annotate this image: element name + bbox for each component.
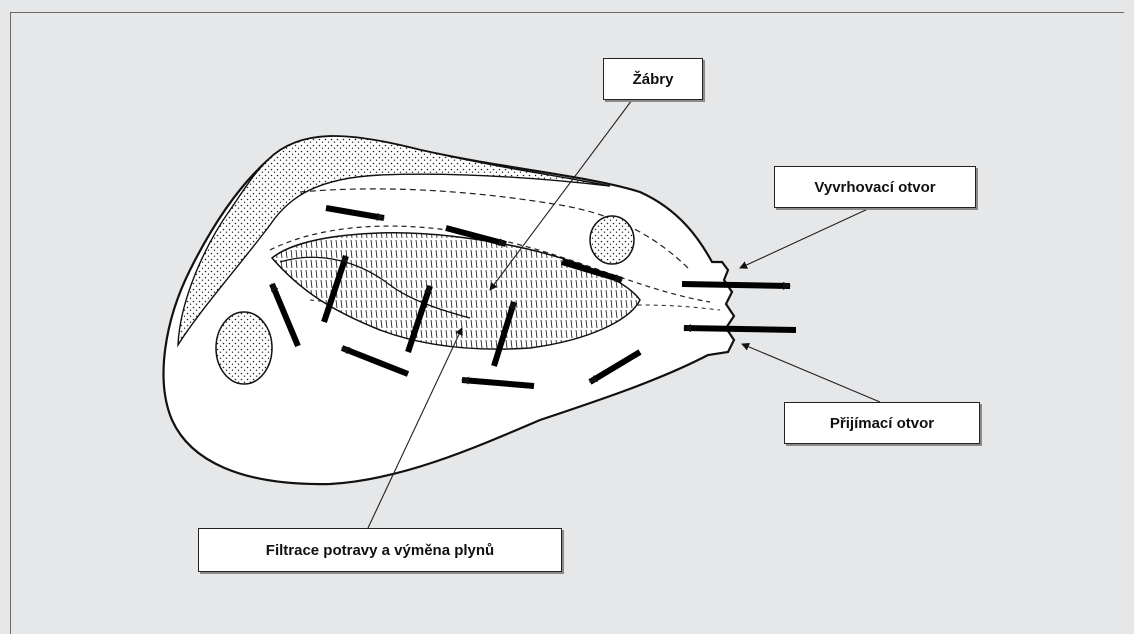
stippled-organ-lower: [216, 312, 272, 384]
inlet-siphon-label: Přijímací otvor: [784, 402, 980, 444]
flow-arrow-out: [682, 284, 790, 286]
function-label: Filtrace potravy a výměna plynů: [198, 528, 562, 572]
outlet-siphon-label: Vyvrhovací otvor: [774, 166, 976, 208]
flow-arrow-in: [684, 328, 796, 330]
stippled-organ-upper: [590, 216, 634, 264]
leader-outlet: [740, 208, 870, 268]
gills-label: Žábry: [603, 58, 703, 100]
leader-inlet: [742, 344, 880, 402]
